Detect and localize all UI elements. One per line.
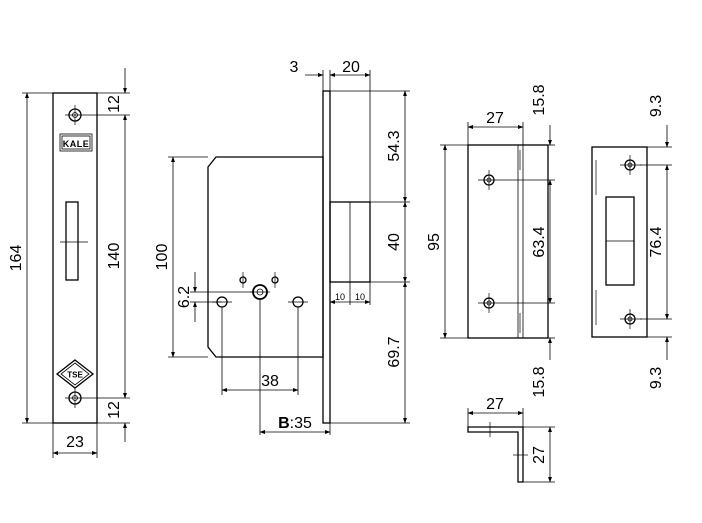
tse-mark-icon: TSE [55, 359, 95, 389]
lock-case-outline [207, 156, 324, 358]
dim-top-to-bolt: 54.3 [386, 130, 403, 161]
angle-bracket-view: 27 27 [467, 396, 555, 483]
kale-logo: KALE [59, 133, 93, 152]
strike-plate-outline [467, 144, 549, 339]
angle-bracket-outline [467, 426, 524, 483]
dim-face-height: 164 [8, 245, 25, 272]
dim-face-hole-pitch: 140 [106, 243, 123, 270]
strike-top-screw-icon [478, 170, 500, 190]
dim-plate-thickness: 3 [290, 59, 299, 76]
dim-bolt-part-b: 10 [355, 292, 365, 302]
strike-plate-view: 27 95 63.4 15.8 15.8 [426, 84, 555, 398]
dim-strike-top-margin: 15.8 [531, 84, 548, 115]
dim-lock-height: 100 [154, 244, 171, 271]
strike-front-outline [591, 146, 648, 338]
dim-face-bottom-offset: 12 [106, 401, 123, 419]
dim-bolt-throw: 20 [342, 59, 360, 76]
dim-bolt-height: 40 [386, 233, 403, 251]
strike-front-view: 76.4 9.3 9.3 [591, 95, 672, 389]
lock-faceplate-strip [322, 90, 331, 424]
dim-backset: B:35 [278, 415, 312, 432]
face-plate-view: KALE TSE 164 140 [8, 68, 130, 458]
dim-strike-height: 95 [426, 233, 443, 251]
strike-front-bottom-screw-icon [620, 309, 642, 329]
dim-backset-prefix: B [278, 415, 290, 432]
lock-body-view: 100 6.2 38 B:35 3 20 54.3 40 69.7 10 10 [154, 59, 410, 435]
face-plate-outline [52, 92, 98, 424]
dim-bolt-part-a: 10 [335, 292, 345, 302]
dim-front-bottom-margin: 9.3 [648, 367, 665, 389]
face-plate-bottom-screw-icon [65, 388, 85, 408]
dim-face-top-offset: 12 [106, 95, 123, 113]
dim-bracket-width: 27 [486, 396, 504, 413]
strike-front-top-screw-icon [620, 155, 642, 175]
dim-face-width: 23 [66, 434, 84, 451]
strike-bottom-screw-icon [478, 293, 500, 313]
tse-mark-text: TSE [67, 371, 83, 380]
dim-front-hole-pitch: 76.4 [648, 226, 665, 257]
kale-logo-text: KALE [63, 139, 90, 149]
dim-bracket-height: 27 [531, 446, 548, 464]
dim-strike-depth: 27 [486, 110, 504, 127]
dim-bolt-to-bottom: 69.7 [386, 336, 403, 367]
dim-hole-offset: 6.2 [176, 286, 193, 308]
dim-strike-bottom-margin: 15.8 [531, 366, 548, 397]
dim-backset-value: :35 [290, 415, 312, 432]
dim-hole-spacing: 38 [261, 373, 279, 390]
bolt-slot [65, 201, 79, 281]
face-plate-top-screw-icon [65, 105, 85, 125]
dim-strike-hole-pitch: 63.4 [531, 226, 548, 257]
dim-front-top-margin: 9.3 [648, 95, 665, 117]
